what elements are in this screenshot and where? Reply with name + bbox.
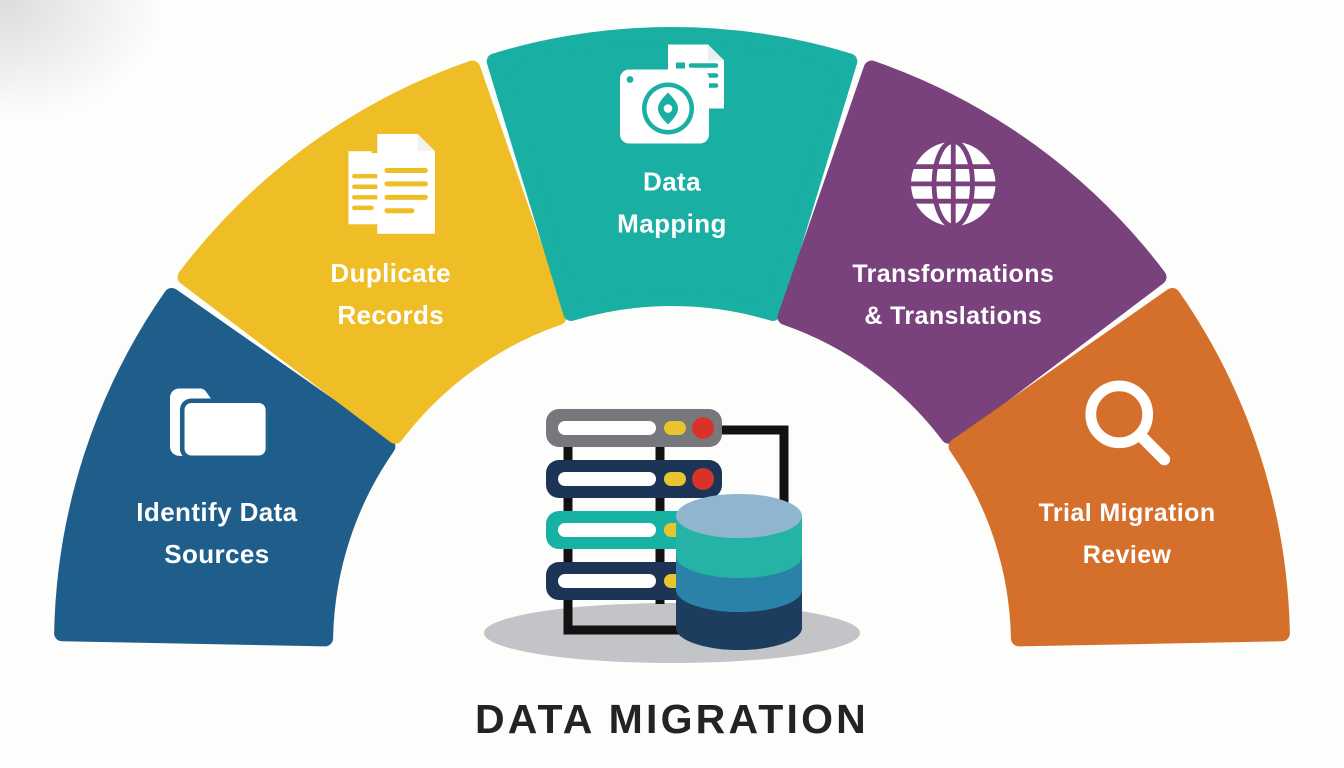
segment-label-line: Identify Data [136,497,297,527]
server-database-illustration [484,409,860,663]
segment-label-line: Data [643,167,701,197]
segment-label-line: Trial Migration [1039,499,1216,527]
segment-label-line: Duplicate [330,258,451,288]
segment-label-line: & Translations [864,302,1042,330]
segment-label-line: Mapping [617,209,727,239]
segment-label-line: Transformations [852,260,1054,288]
globe-icon [911,142,995,226]
server-bar [546,409,722,447]
folder-icon [170,388,268,457]
segment-label-line: Review [1083,541,1172,569]
segment-shape[interactable] [177,60,567,444]
segment-shape[interactable] [54,287,396,647]
segment-label-line: Records [337,300,444,330]
segment-shape[interactable] [777,60,1167,444]
page-title: DATA MIGRATION [475,696,869,742]
server-bar [546,460,722,498]
segment-shape[interactable] [948,287,1290,647]
database-cylinder [676,494,802,650]
segment-label: Transformations & Translations [852,260,1054,330]
wheel-segment-transformations-translations[interactable]: Transformations & Translations [777,60,1167,444]
segment-shape[interactable] [486,27,858,321]
segment-label-line: Sources [164,539,269,569]
